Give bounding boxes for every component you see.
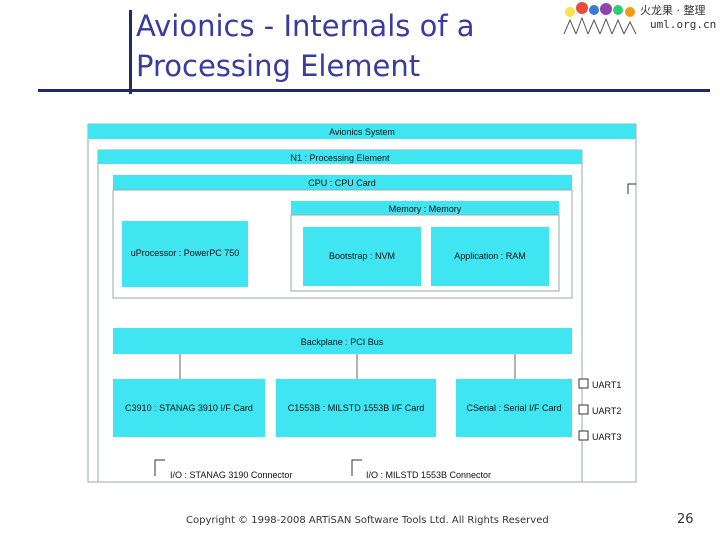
memory-label: Memory : Memory — [389, 204, 462, 214]
application-box — [431, 227, 549, 286]
io-stanag-label: I/O : STANAG 3190 Connector — [170, 470, 292, 480]
port-24v-icon — [627, 183, 636, 194]
io-milstd-label: I/O : MILSTD 1553B Connector — [366, 470, 491, 480]
cpu-card-box — [113, 175, 572, 190]
system-header — [88, 124, 636, 139]
cserial-card-box — [456, 379, 572, 437]
cserial-card-label: CSerial : Serial I/F Card — [466, 403, 561, 413]
logo-people-icon — [563, 2, 637, 35]
uart2-port-icon — [578, 404, 589, 415]
title-vertical-rule — [129, 10, 132, 94]
umlchina-logo — [563, 2, 637, 35]
c1553b-card-box — [276, 379, 436, 437]
logo-text-url: uml.org.cn — [650, 18, 717, 31]
title-horizontal-rule — [38, 89, 710, 92]
io-stanag-port-icon — [154, 459, 165, 476]
uart3-label: UART3 — [592, 432, 621, 442]
uart1-label: UART1 — [592, 380, 621, 390]
bootstrap-box — [303, 227, 421, 286]
processor-box — [122, 221, 248, 287]
copyright-footer: Copyright © 1998-2008 ARTiSAN Software T… — [186, 515, 549, 526]
slide-title-line1: Avionics - Internals of a — [136, 9, 475, 43]
uart3-port-icon — [578, 430, 589, 441]
application-label: Application : RAM — [454, 251, 526, 261]
slide-title-line2: Processing Element — [136, 49, 421, 83]
c1553b-card-label: C1553B : MILSTD 1553B I/F Card — [288, 403, 425, 413]
system-label: Avionics System — [329, 127, 395, 137]
c3910-card-box — [113, 379, 265, 437]
uart1-port-icon — [578, 378, 589, 389]
backplane-box — [113, 328, 572, 354]
processing-element-header — [98, 150, 582, 164]
processor-label: uProcessor : PowerPC 750 — [131, 248, 240, 258]
bootstrap-label: Bootstrap : NVM — [329, 251, 395, 261]
slide-title: Avionics - Internals of a Processing Ele… — [136, 6, 556, 86]
c3910-card-label: C3910 : STANAG 3910 I/F Card — [125, 403, 253, 413]
avionics-diagram: Avionics System N1 : Processing Element … — [87, 123, 637, 483]
io-milstd-port-icon — [351, 459, 362, 476]
memory-box — [291, 201, 559, 215]
logo-text-cn: 火龙果 · 整理 — [640, 4, 706, 17]
backplane-label: Backplane : PCI Bus — [301, 337, 384, 347]
processing-element-label: N1 : Processing Element — [290, 153, 390, 163]
page-number: 26 — [677, 512, 694, 527]
uart2-label: UART2 — [592, 406, 621, 416]
cpu-card-label: CPU : CPU Card — [308, 178, 376, 188]
